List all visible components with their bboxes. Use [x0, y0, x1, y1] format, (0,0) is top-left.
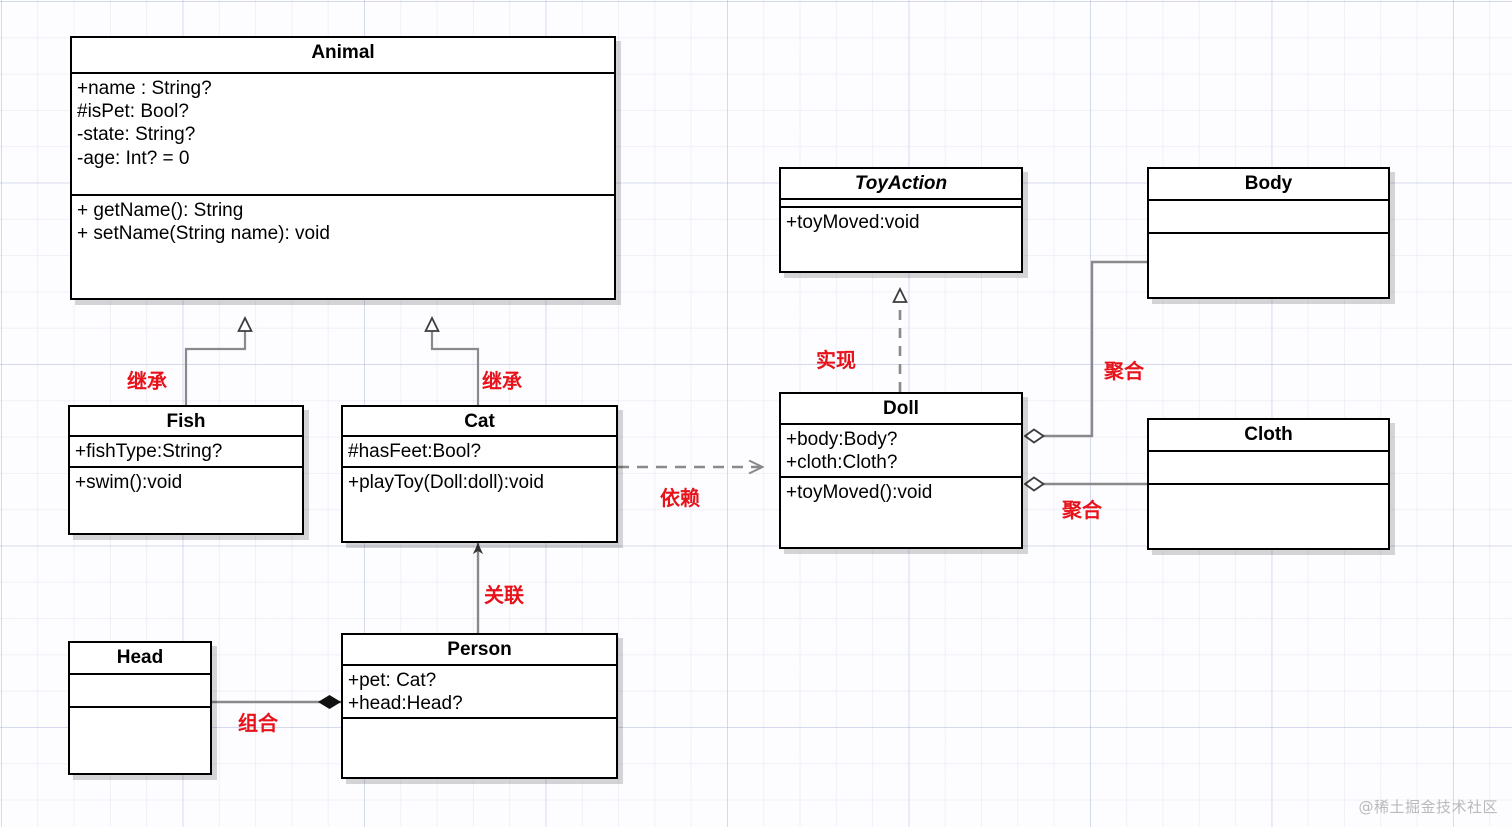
watermark: @稀土掘金技术社区 [1358, 798, 1498, 816]
edge-fish-animal [184, 318, 245, 405]
relation-label-doll-toyaction: 实现 [816, 348, 856, 372]
class-operations-body [1149, 234, 1388, 240]
class-attributes-person: +pet: Cat? +head:Head? [343, 666, 616, 719]
class-operations-animal: + getName(): String + setName(String nam… [72, 196, 614, 248]
class-operations-person [343, 719, 616, 725]
relation-label-cat-animal: 继承 [482, 369, 522, 393]
class-box-person[interactable]: Person +pet: Cat? +head:Head? [341, 633, 618, 779]
class-operations-head [70, 708, 210, 714]
class-box-head[interactable]: Head [68, 641, 212, 775]
class-attributes-cloth [1149, 452, 1388, 485]
class-title-head: Head [70, 643, 210, 675]
edge-cat-animal [432, 318, 480, 405]
attribute-row: #hasFeet:Bool? [348, 441, 482, 462]
operation-row: + setName(String name): void [77, 223, 330, 245]
relation-label-head-person: 组合 [238, 711, 278, 735]
class-operations-cat: +playToy(Doll:doll):void [343, 468, 616, 497]
class-title-cloth: Cloth [1149, 420, 1388, 452]
class-box-cat[interactable]: Cat #hasFeet:Bool? +playToy(Doll:doll):v… [341, 405, 618, 543]
attribute-row: +body:Body? [786, 429, 898, 450]
class-attributes-animal: +name : String? #isPet: Bool? -state: St… [72, 74, 614, 196]
class-operations-cloth [1149, 485, 1388, 491]
relation-label-doll-cloth: 聚合 [1062, 498, 1102, 522]
class-title-fish: Fish [70, 407, 302, 437]
operation-row: +toyMoved:void [786, 212, 920, 233]
edge-doll-body [1025, 260, 1147, 436]
class-attributes-head [70, 675, 210, 708]
class-operations-doll: +toyMoved():void [781, 478, 1021, 507]
class-title-toyaction: ToyAction [781, 169, 1021, 200]
attribute-row: +pet: Cat? [348, 670, 437, 691]
relation-label-doll-body: 聚合 [1104, 359, 1144, 383]
class-title-person: Person [343, 635, 616, 666]
class-box-animal[interactable]: Animal +name : String? #isPet: Bool? -st… [70, 36, 616, 300]
class-operations-fish: +swim():void [70, 468, 302, 497]
relation-label-fish-animal: 继承 [127, 369, 167, 393]
attribute-row: +head:Head? [348, 693, 463, 715]
class-title-cat: Cat [343, 407, 616, 437]
class-attributes-toyaction [781, 200, 1021, 208]
operation-row: + getName(): String [77, 200, 244, 221]
attribute-row: -age: Int? = 0 [77, 147, 190, 169]
class-title-doll: Doll [781, 394, 1021, 425]
class-attributes-doll: +body:Body? +cloth:Cloth? [781, 425, 1021, 478]
attribute-row: +fishType:String? [75, 441, 223, 462]
attribute-row: #isPet: Bool? [77, 101, 189, 123]
attribute-row: +name : String? [77, 78, 212, 99]
class-box-doll[interactable]: Doll +body:Body? +cloth:Cloth? +toyMoved… [779, 392, 1023, 549]
operation-row: +swim():void [75, 472, 183, 493]
class-box-body[interactable]: Body [1147, 167, 1390, 299]
class-attributes-fish: +fishType:String? [70, 437, 302, 468]
class-box-fish[interactable]: Fish +fishType:String? +swim():void [68, 405, 304, 535]
attribute-row: +cloth:Cloth? [786, 452, 898, 474]
class-attributes-body [1149, 201, 1388, 234]
class-box-cloth[interactable]: Cloth [1147, 418, 1390, 550]
class-title-animal: Animal [72, 38, 614, 74]
operation-row: +playToy(Doll:doll):void [348, 472, 544, 493]
class-title-body: Body [1149, 169, 1388, 201]
operation-row: +toyMoved():void [786, 482, 933, 503]
relation-label-cat-doll: 依赖 [660, 486, 700, 510]
class-attributes-cat: #hasFeet:Bool? [343, 437, 616, 468]
relation-label-person-cat: 关联 [484, 583, 524, 607]
attribute-row: -state: String? [77, 124, 196, 146]
class-box-toyaction[interactable]: ToyAction +toyMoved:void [779, 167, 1023, 273]
class-operations-toyaction: +toyMoved:void [781, 208, 1021, 237]
